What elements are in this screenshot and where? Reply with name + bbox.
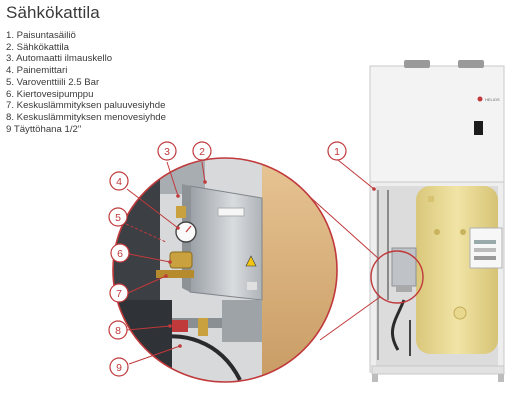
zoom-detail <box>113 158 337 382</box>
hot-water-tank <box>416 186 498 354</box>
callout-9: 9 <box>109 357 129 377</box>
callout-4: 4 <box>109 171 129 191</box>
callout-1: 1 <box>327 141 347 161</box>
legend-item: 6. Kiertovesipumppu <box>6 88 94 100</box>
callout-number: 9 <box>116 362 122 374</box>
zoom-tank-insulation <box>262 158 337 382</box>
zoom-circle <box>112 157 338 383</box>
callout-number: 6 <box>117 248 123 260</box>
duct-connector-right <box>458 60 484 68</box>
legend-item: 4. Painemittari <box>6 65 68 77</box>
callout-leaders <box>125 159 375 365</box>
ventilation-housing <box>369 65 505 183</box>
fill-valve <box>170 320 188 332</box>
callout-2: 2 <box>192 141 212 161</box>
legend-item: 7. Keskuslämmityksen paluuvesiyhde <box>6 100 166 112</box>
component-legend: 1. Paisuntasäiliö 2. Sähkökattila 3. Aut… <box>6 30 166 135</box>
brand-logo-icon <box>477 96 483 102</box>
callout-number: 1 <box>334 146 340 158</box>
boiler-unit: HELIOS <box>369 60 505 382</box>
duct-connector-left <box>404 60 430 68</box>
legend-item: 9 Täyttöhana 1/2" <box>6 123 82 135</box>
callout-number: 2 <box>199 146 205 158</box>
callout-number: 5 <box>115 212 121 224</box>
callout-7: 7 <box>109 283 129 303</box>
legend-item: 3. Automaatti ilmauskello <box>6 53 113 65</box>
callout-5: 5 <box>108 207 128 227</box>
page-title: Sähkökattila <box>6 3 100 22</box>
legend-item: 8. Keskuslämmityksen menovesiyhde <box>6 111 166 123</box>
legend-item: 1. Paisuntasäiliö <box>6 30 76 41</box>
warning-sign-icon <box>245 255 257 267</box>
control-panel-display <box>474 121 483 135</box>
small-electric-boiler <box>391 247 417 287</box>
callout-6: 6 <box>110 243 130 263</box>
callout-number: 3 <box>164 146 170 158</box>
legend-item: 5. Varoventtiili 2.5 Bar <box>6 76 100 88</box>
zoom-source-circle <box>370 250 424 304</box>
cabinet-base <box>371 365 505 375</box>
circulation-pump <box>169 251 193 269</box>
callout-number: 7 <box>116 288 122 300</box>
zoom-connector-bottom <box>319 296 381 341</box>
callout-number: 4 <box>116 176 122 188</box>
callout-3: 3 <box>157 141 177 161</box>
callout-number: 8 <box>115 325 121 337</box>
brand-logo-text: HELIOS <box>485 97 500 102</box>
legend-item: 2. Sähkökattila <box>6 41 69 53</box>
callout-8: 8 <box>108 320 128 340</box>
